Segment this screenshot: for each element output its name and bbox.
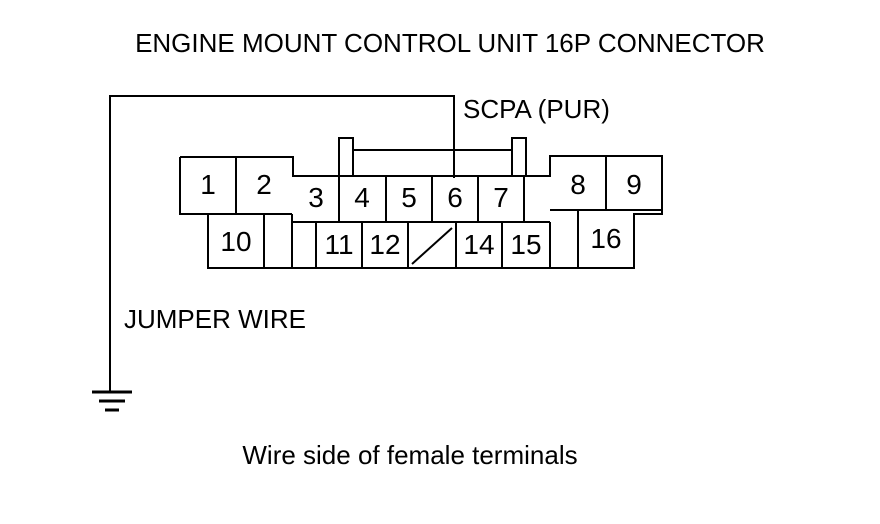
pin-5: 5 [401, 182, 417, 213]
pin-2: 2 [256, 169, 272, 200]
pin-12: 12 [369, 229, 400, 260]
jumper-label: JUMPER WIRE [124, 304, 306, 334]
pin-15: 15 [510, 229, 541, 260]
pin-16: 16 [590, 223, 621, 254]
ground-icon [92, 390, 132, 412]
pin-6: 6 [447, 182, 463, 213]
scpa-label: SCPA (PUR) [463, 94, 610, 124]
pin-8: 8 [570, 169, 586, 200]
pin-10: 10 [220, 226, 251, 257]
diagram-title: ENGINE MOUNT CONTROL UNIT 16P CONNECTOR [135, 28, 765, 58]
pin-14: 14 [463, 229, 494, 260]
pin-1: 1 [200, 169, 216, 200]
pin-4: 4 [354, 182, 370, 213]
pin-7: 7 [493, 182, 509, 213]
pin-9: 9 [626, 169, 642, 200]
connector-body [179, 137, 663, 269]
pin-3: 3 [308, 182, 324, 213]
jumper-wire [109, 95, 455, 392]
footer-caption: Wire side of female terminals [242, 440, 577, 470]
pin-11: 11 [324, 229, 353, 260]
